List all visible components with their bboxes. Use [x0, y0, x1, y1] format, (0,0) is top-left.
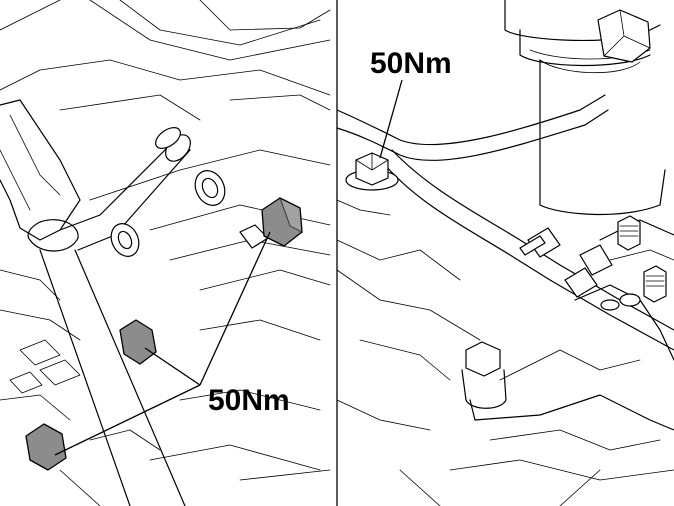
nut-lower-left: [25, 423, 67, 471]
left-background-linework: [0, 0, 331, 506]
torque-label-right: 50Nm: [370, 47, 452, 80]
nut-middle: [119, 319, 157, 365]
left-leader-lines: [54, 231, 271, 456]
right-panel: 50Nm: [336, 0, 674, 506]
flange-bolt-left: [345, 152, 399, 191]
torque-label-left: 50Nm: [208, 384, 290, 417]
right-background-linework: [336, 0, 674, 506]
left-panel: 50Nm: [0, 0, 331, 506]
right-leader-line: [379, 79, 403, 159]
nut-upper-right: [261, 196, 303, 247]
